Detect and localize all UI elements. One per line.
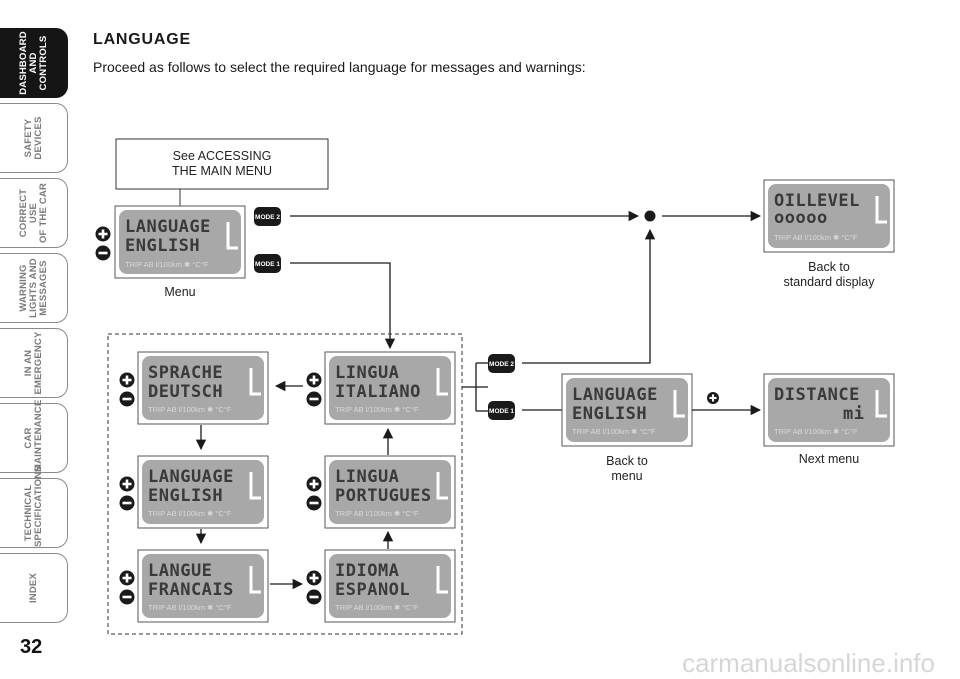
standard-caption-line-1: Back to [808,260,850,274]
option-line-1: LINGUA [335,467,399,487]
oil-display-status: TRIP AB l/100km ✱ °C°F [774,233,858,242]
back-caption-line-1: Back to [606,454,648,468]
page-number: 32 [20,636,43,658]
tab-technical-specifications[interactable]: TECHNICAL SPECIFICATIONS [0,465,68,548]
menu-minus-icon[interactable] [95,245,111,261]
tab-car-maintenance[interactable]: CAR MAINTENANCE [0,400,68,473]
mode1-label: MODE 1 [255,261,280,268]
reference-line-1: See ACCESSING [173,149,272,163]
result-display-line-2: ENGLISH [572,404,647,424]
mode2-button-top[interactable]: MODE 2 [254,207,281,226]
next-caption: Next menu [799,452,859,466]
result-display-line-1: LANGUAGE [572,385,658,405]
intro-text: Proceed as follows to select the require… [93,59,586,75]
option-line-2: FRANCAIS [148,580,234,600]
minus-icon[interactable] [119,495,135,511]
menu-display-line-2: ENGLISH [125,236,200,256]
menu-display: LANGUAGE ENGLISH TRIP AB l/100km ✱ °C°F [114,205,246,279]
next-display-status: TRIP AB l/100km ✱ °C°F [774,427,858,436]
language-option-portugues[interactable]: LINGUA PORTUGUES TRIP AB l/100km ✱ °C°F [324,455,456,529]
option-status: TRIP AB l/100km ✱ °C°F [148,509,232,518]
option-status: TRIP AB l/100km ✱ °C°F [148,603,232,612]
next-display-line-2: mi [843,404,864,424]
plus-icon[interactable] [119,372,135,388]
standard-caption-line-2: standard display [783,275,875,289]
minus-icon[interactable] [119,589,135,605]
next-menu-display: DISTANCE mi TRIP AB l/100km ✱ °C°F [763,373,895,447]
option-status: TRIP AB l/100km ✱ °C°F [148,405,232,414]
mode1-label: MODE 1 [489,408,514,415]
menu-display-line-1: LANGUAGE [125,217,211,237]
minus-icon[interactable] [306,391,322,407]
mode2-label: MODE 2 [255,214,280,221]
language-option-deutsch[interactable]: SPRACHE DEUTSCH TRIP AB l/100km ✱ °C°F [137,351,269,425]
mode2-button-confirm[interactable]: MODE 2 [488,354,515,373]
section-heading: LANGUAGE [93,31,191,48]
option-line-2: DEUTSCH [148,382,223,402]
language-option-italiano[interactable]: LINGUA ITALIANO TRIP AB l/100km ✱ °C°F [324,351,456,425]
menu-display-status: TRIP AB l/100km ✱ °C°F [125,260,209,269]
option-line-1: LINGUA [335,363,399,383]
reference-line-2: THE MAIN MENU [172,164,272,178]
tab-warning-lights[interactable]: WARNING LIGHTS AND MESSAGES [0,253,68,323]
plus-icon[interactable] [306,476,322,492]
language-option-francais[interactable]: LANGUE FRANCAIS TRIP AB l/100km ✱ °C°F [137,549,269,623]
option-line-1: LANGUAGE [148,467,234,487]
plus-icon[interactable] [119,476,135,492]
plus-icon[interactable] [306,570,322,586]
option-line-2: PORTUGUES [335,486,432,506]
reference-box: See ACCESSING THE MAIN MENU [115,138,329,190]
tab-index[interactable]: INDEX [0,553,68,623]
back-caption-line-2: menu [611,469,642,483]
option-line-2: ITALIANO [335,382,421,402]
plus-icon[interactable] [119,570,135,586]
mode1-button-confirm[interactable]: MODE 1 [488,401,515,420]
mode2-label: MODE 2 [489,361,514,368]
minus-icon[interactable] [306,495,322,511]
option-line-1: SPRACHE [148,363,223,383]
tab-correct-use[interactable]: CORRECT USE OF THE CAR [0,178,68,248]
plus-icon[interactable] [306,372,322,388]
tab-dashboard-and-controls[interactable]: DASHBOARD AND CONTROLS [0,28,68,98]
tab-safety-devices[interactable]: SAFETY DEVICES [0,103,68,173]
oil-display-line-2: ooooo [774,208,828,228]
option-line-2: ENGLISH [148,486,223,506]
option-line-1: LANGUE [148,561,212,581]
result-display-status: TRIP AB l/100km ✱ °C°F [572,427,656,436]
menu-plus-icon[interactable] [95,226,111,242]
menu-caption: Menu [164,285,195,299]
result-display: LANGUAGE ENGLISH TRIP AB l/100km ✱ °C°F [561,373,693,447]
language-option-english[interactable]: LANGUAGE ENGLISH TRIP AB l/100km ✱ °C°F [137,455,269,529]
mode1-button-top[interactable]: MODE 1 [254,254,281,273]
minus-icon[interactable] [306,589,322,605]
junction-dot [644,210,656,222]
watermark: carmanualsonline.info [682,648,935,678]
option-status: TRIP AB l/100km ✱ °C°F [335,405,419,414]
language-option-espanol[interactable]: IDIOMA ESPANOL TRIP AB l/100km ✱ °C°F [324,549,456,623]
option-status: TRIP AB l/100km ✱ °C°F [335,603,419,612]
oil-display-line-1: OILLEVEL [774,191,860,211]
next-display-line-1: DISTANCE [774,385,860,405]
tab-in-an-emergency[interactable]: IN AN EMERGENCY [0,328,68,398]
option-line-2: ESPANOL [335,580,410,600]
oil-level-display: OILLEVEL ooooo TRIP AB l/100km ✱ °C°F [763,179,895,253]
next-plus-icon[interactable] [707,392,719,404]
language-options-area [107,333,463,635]
option-status: TRIP AB l/100km ✱ °C°F [335,509,419,518]
minus-icon[interactable] [119,391,135,407]
option-line-1: IDIOMA [335,561,399,581]
